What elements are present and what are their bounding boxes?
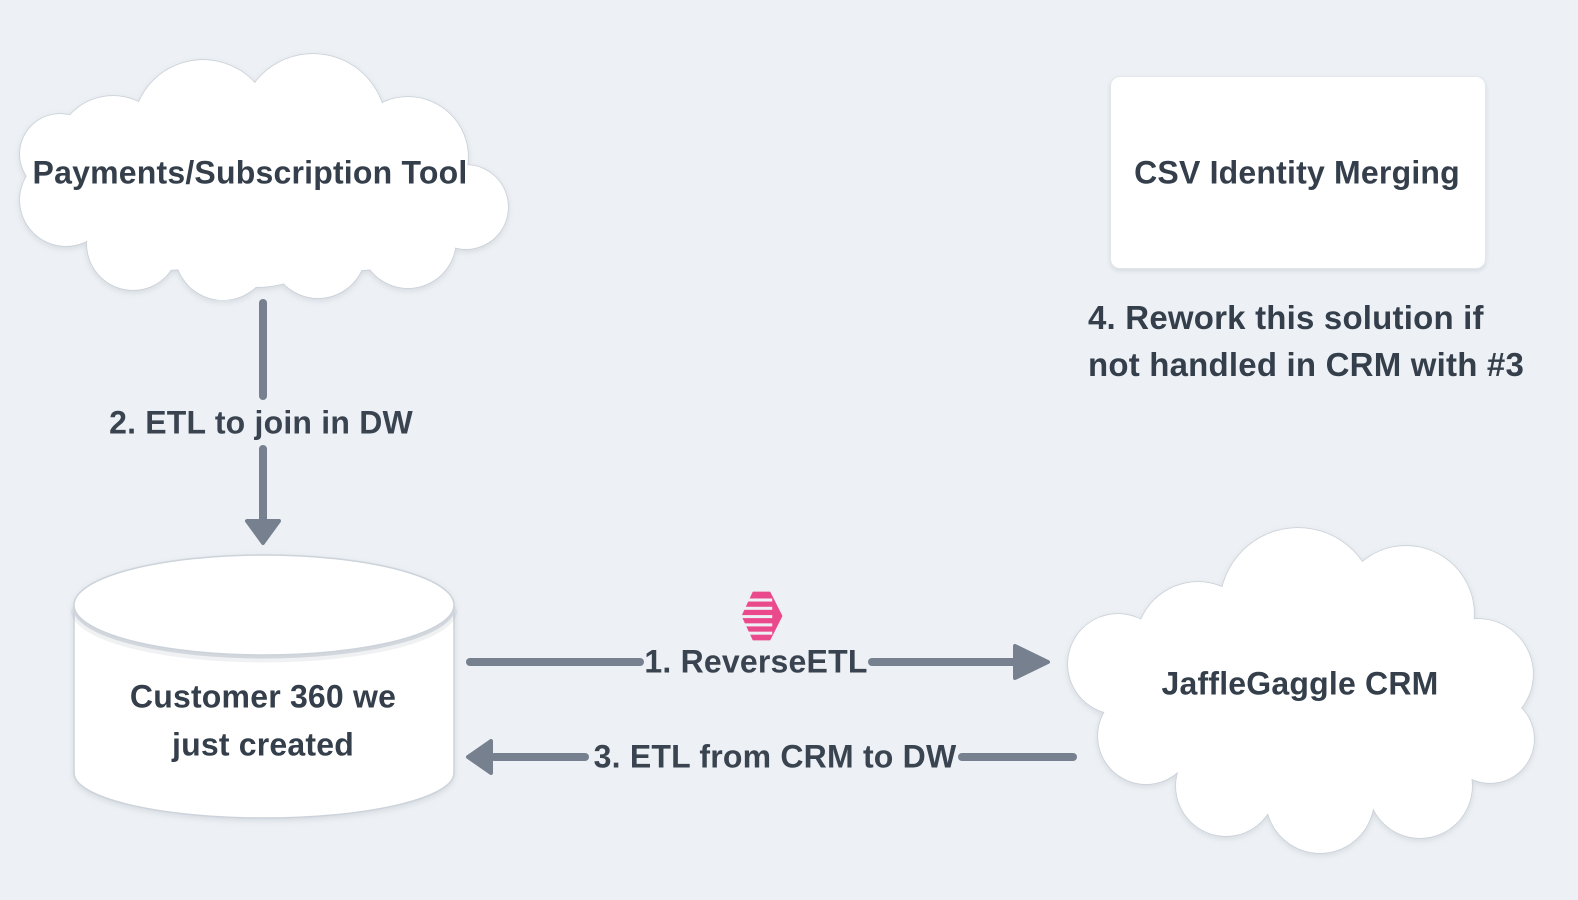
csv-identity-merging-card	[1110, 76, 1486, 269]
jafflegaggle-cloud-label: JaffleGaggle CRM	[1161, 665, 1439, 702]
arrowhead-left-icon	[466, 739, 493, 775]
rework-note-line1: 4. Rework this solution if	[1088, 299, 1484, 336]
rework-note-line2: not handled in CRM with #3	[1088, 346, 1525, 383]
csv-card-label: CSV Identity Merging	[1134, 154, 1460, 191]
payments-cloud-label: Payments/Subscription Tool	[32, 154, 468, 191]
customer360-label-line2: just created	[171, 726, 355, 763]
customer360-cylinder-shape	[70, 554, 458, 819]
edge-label-reverse-etl: 1. ReverseETL	[644, 643, 868, 680]
customer360-label-line1: Customer 360 we	[129, 678, 397, 715]
edge-label-etl-from-crm: 3. ETL from CRM to DW	[593, 738, 957, 775]
edge-label-etl-to-dw: 2. ETL to join in DW	[109, 404, 413, 441]
hightouch-logo-icon	[741, 591, 783, 641]
arrowhead-right-icon	[1013, 644, 1050, 680]
arrowhead-down-icon	[245, 519, 281, 545]
